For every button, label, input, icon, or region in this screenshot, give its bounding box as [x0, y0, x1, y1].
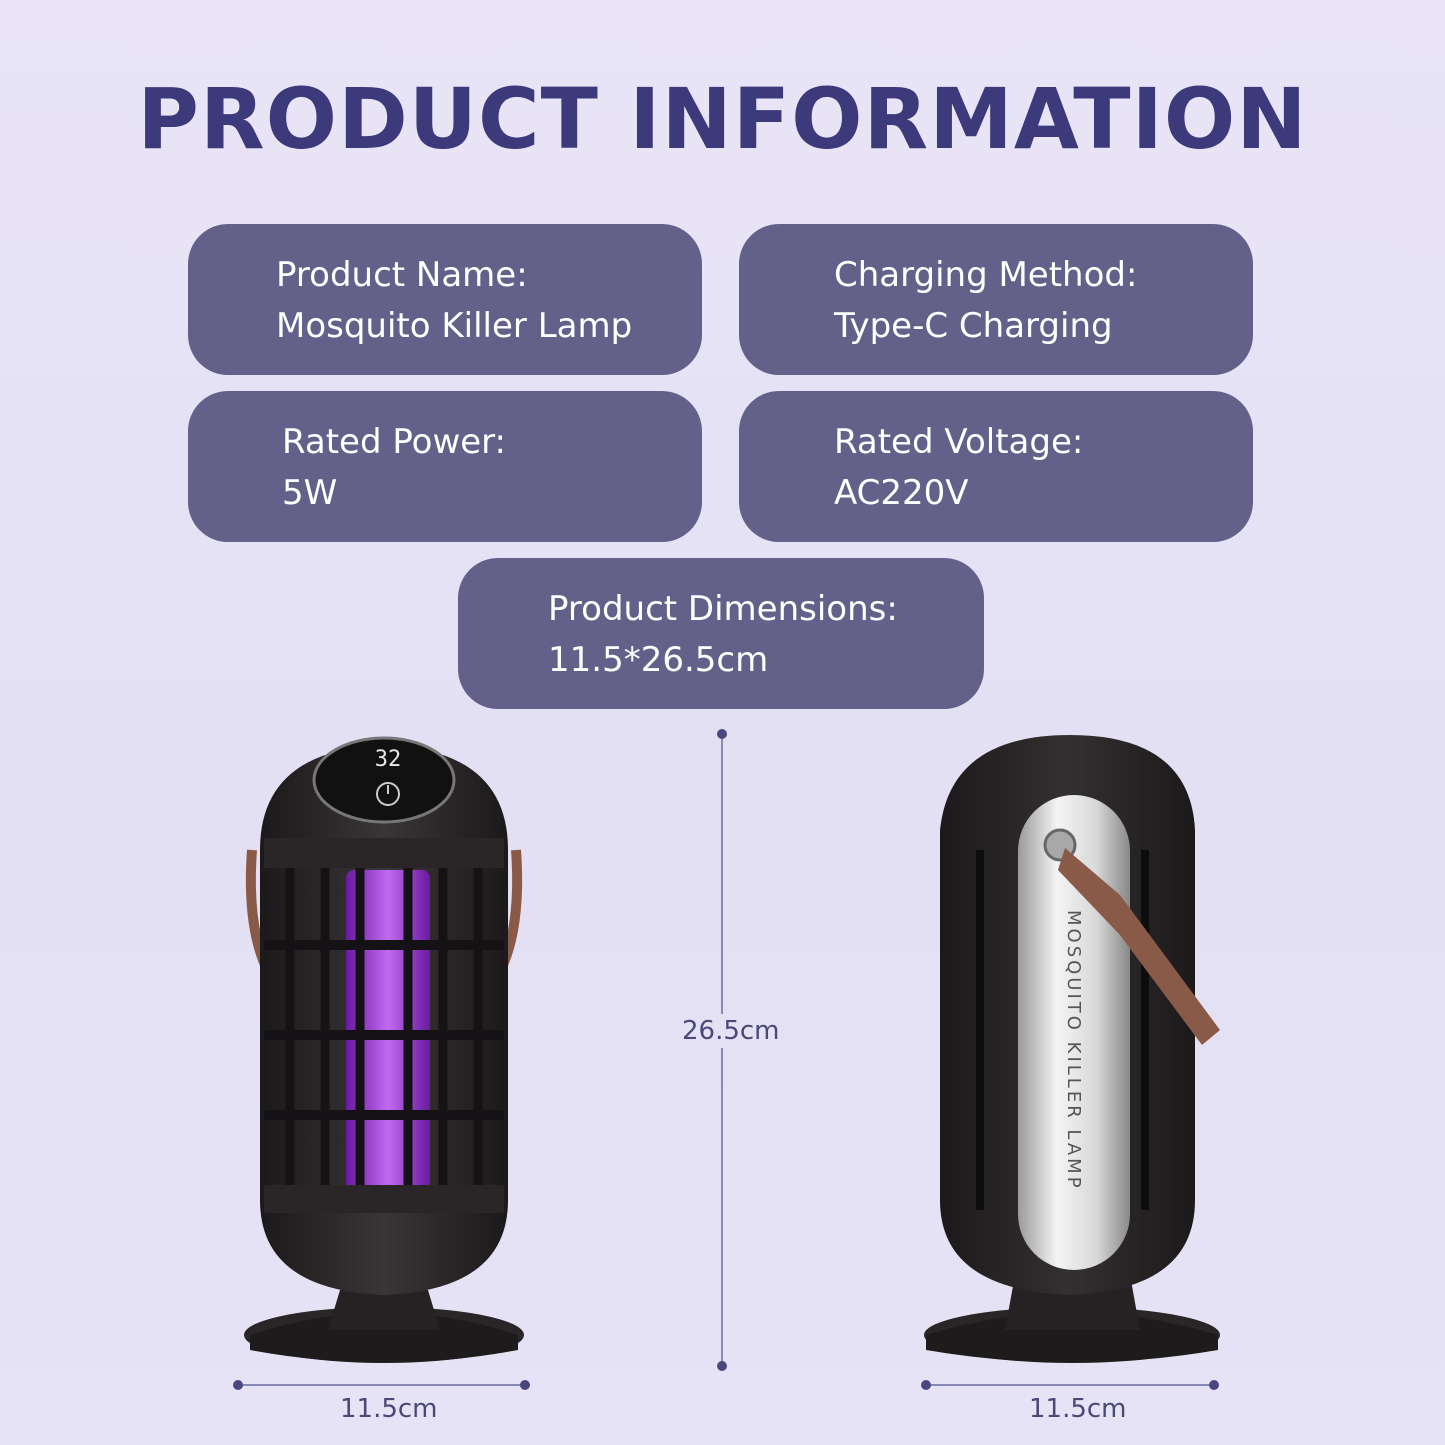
height-dimension-end-bottom: [717, 1361, 727, 1371]
spec-card-rated-voltage: Rated Voltage: AC220V: [739, 391, 1253, 542]
side-width-end-right: [1209, 1380, 1219, 1390]
spec-card-product-dimensions: Product Dimensions: 11.5*26.5cm: [458, 558, 984, 709]
side-width-label: 11.5cm: [1029, 1394, 1127, 1424]
height-dimension-end-top: [717, 729, 727, 739]
lamp-side-image: MOSQUITO KILLER LAMP: [924, 735, 1220, 1363]
spec-label: Charging Method:: [834, 255, 1138, 295]
side-width-end-left: [921, 1380, 931, 1390]
front-width-dimension-line: [238, 1384, 526, 1386]
spec-value: AC220V: [834, 473, 969, 513]
spec-value: Mosquito Killer Lamp: [276, 306, 633, 346]
spec-value: 11.5*26.5cm: [548, 640, 769, 680]
spec-label: Rated Voltage:: [834, 422, 1084, 462]
page-title: PRODUCT INFORMATION: [137, 70, 1308, 168]
front-width-end-left: [233, 1380, 243, 1390]
height-dimension-label: 26.5cm: [676, 1014, 786, 1048]
spec-label: Product Name:: [276, 255, 528, 295]
lamp-display-reading: 32: [375, 747, 402, 772]
spec-card-rated-power: Rated Power: 5W: [188, 391, 702, 542]
lamp-side-label: MOSQUITO KILLER LAMP: [1063, 910, 1084, 1191]
front-width-end-right: [520, 1380, 530, 1390]
height-dimension-line: [721, 734, 723, 1366]
lamp-front-image: 32: [244, 736, 524, 1363]
side-width-dimension-line: [926, 1384, 1214, 1386]
spec-value: Type-C Charging: [834, 306, 1113, 346]
spec-label: Rated Power:: [282, 422, 507, 462]
front-width-label: 11.5cm: [340, 1394, 438, 1424]
spec-label: Product Dimensions:: [548, 589, 898, 629]
spec-card-product-name: Product Name: Mosquito Killer Lamp: [188, 224, 702, 375]
spec-value: 5W: [282, 473, 338, 513]
spec-card-charging-method: Charging Method: Type-C Charging: [739, 224, 1253, 375]
